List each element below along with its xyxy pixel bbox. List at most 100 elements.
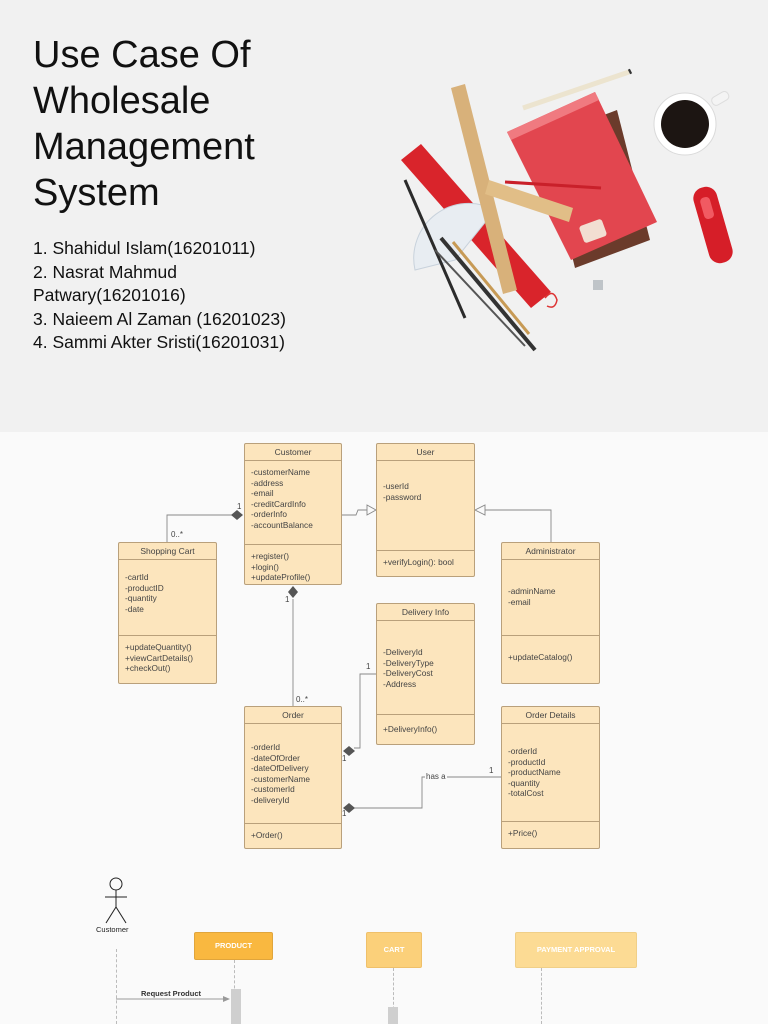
attribute: -DeliveryId <box>383 647 423 657</box>
class-attributes: -customerName -address -email -creditCar… <box>245 461 341 545</box>
title-line: Wholesale <box>33 80 211 122</box>
composition-diamond <box>288 586 298 598</box>
operation: +updateQuantity() <box>125 642 192 652</box>
attribute: -adminName <box>508 586 556 596</box>
actor-label: Customer <box>96 925 129 934</box>
lifeline-product: PRODUCT <box>194 932 273 960</box>
class-user: User -userId -password +verifyLogin(): b… <box>376 443 475 577</box>
class-operations: +Order() <box>245 824 341 841</box>
composition-diamond <box>343 746 355 756</box>
class-shopping-cart: Shopping Cart -cartId -productID -quanti… <box>118 542 217 684</box>
author-item: 3. Naieem Al Zaman (16201023) <box>33 308 286 329</box>
author-item: 4. Sammi Akter Sristi(16201031) <box>33 332 285 352</box>
association-lines <box>166 504 552 813</box>
class-operations: +Price() <box>502 822 599 839</box>
attribute: -DeliveryCost <box>383 668 433 679</box>
class-name: Order Details <box>502 707 599 724</box>
attribute: -password <box>383 491 422 502</box>
multiplicity-label: 1 <box>285 595 290 604</box>
class-attributes: -adminName -email <box>502 560 599 636</box>
class-delivery-info: Delivery Info -DeliveryId -DeliveryType … <box>376 603 475 745</box>
slide-separator <box>0 432 768 438</box>
author-item: Patwary(16201016) <box>33 285 186 305</box>
class-diagram-slide: 0..* 1 1 0..* 1 1 1 1 has a Customer -cu… <box>0 438 768 863</box>
class-customer: Customer -customerName -address -email -… <box>244 443 342 585</box>
generalization-arrow <box>473 504 486 516</box>
class-attributes: -cartId -productID -quantity -date <box>119 560 216 636</box>
attribute: -dateOfOrder <box>251 752 300 763</box>
class-name: Administrator <box>502 543 599 560</box>
attribute: -Address <box>383 678 417 689</box>
class-name: Shopping Cart <box>119 543 216 560</box>
attribute: -customerName <box>251 773 311 784</box>
association-label: has a <box>425 772 447 781</box>
author-item: 1. Shahidul Islam(16201011) <box>33 238 256 258</box>
activation-bar <box>231 989 241 1024</box>
attribute: -address <box>251 477 284 488</box>
class-attributes: -DeliveryId -DeliveryType -DeliveryCost … <box>377 621 474 715</box>
class-name: User <box>377 444 474 461</box>
attribute: -customerName <box>251 467 311 477</box>
multiplicity-label: 0..* <box>296 695 309 704</box>
operation: +DeliveryInfo() <box>383 724 438 734</box>
title-line: System <box>33 172 160 214</box>
class-operations: +register() +login() +updateProfile() <box>245 545 341 583</box>
class-name: Customer <box>245 444 341 461</box>
multiplicity-label: 1 <box>342 809 347 818</box>
payment-lifeline <box>541 968 542 1024</box>
message-label: Request Product <box>141 989 202 998</box>
multiplicity-label: 0..* <box>171 530 184 539</box>
attribute: -customerId <box>251 784 295 795</box>
attribute: -orderId <box>508 746 538 756</box>
attribute: -dateOfDelivery <box>251 763 309 774</box>
class-administrator: Administrator -adminName -email +updateC… <box>501 542 600 684</box>
sequence-diagram-slide: Customer PRODUCT CART PAYMENT APPROVAL R… <box>0 863 768 1024</box>
composition-diamond <box>343 803 355 813</box>
attribute: -email <box>508 596 531 607</box>
attribute: -creditCardInfo <box>251 498 306 509</box>
attribute: -orderId <box>251 742 281 752</box>
operation: +login() <box>251 561 279 572</box>
author-item: 2. Nasrat Mahmud <box>33 261 177 282</box>
attribute: -cartId <box>125 572 149 582</box>
operation: +checkOut() <box>125 663 171 674</box>
attribute: -orderInfo <box>251 509 287 520</box>
attribute: -deliveryId <box>251 794 290 805</box>
attribute: -productID <box>125 582 164 593</box>
attribute: -date <box>125 603 144 614</box>
class-operations: +updateCatalog() <box>502 636 599 663</box>
attribute: -quantity <box>125 593 157 604</box>
attribute: -quantity <box>508 777 540 788</box>
lifeline-cart: CART <box>366 932 422 968</box>
actor-icon <box>105 877 127 924</box>
operation: +updateProfile() <box>251 572 311 583</box>
attribute: -DeliveryType <box>383 657 434 668</box>
actor-lifeline <box>116 949 117 1024</box>
multiplicity-label: 1 <box>366 662 371 671</box>
attribute: -productId <box>508 756 546 767</box>
class-attributes: -userId -password <box>377 461 474 551</box>
activation-bar <box>388 1007 398 1024</box>
multiplicity-label: 1 <box>237 502 242 511</box>
title-slide: Use Case Of Wholesale Management System … <box>0 0 768 432</box>
class-name: Order <box>245 707 341 724</box>
message-arrow <box>116 996 230 1002</box>
title-line: Use Case Of <box>33 34 251 76</box>
generalization-arrow <box>366 504 377 516</box>
attribute: -totalCost <box>508 788 544 799</box>
composition-diamond <box>231 510 243 520</box>
stationery-illustration <box>401 68 733 352</box>
class-operations: +DeliveryInfo() <box>377 715 474 735</box>
cart-lifeline <box>393 968 394 1024</box>
attribute: -email <box>251 488 274 499</box>
operation: +viewCartDetails() <box>125 652 194 663</box>
class-order: Order -orderId -dateOfOrder -dateOfDeliv… <box>244 706 342 849</box>
attribute: -productName <box>508 767 561 778</box>
multiplicity-label: 1 <box>342 754 347 763</box>
author-list: 1. Shahidul Islam(16201011) 2. Nasrat Ma… <box>33 237 353 355</box>
slide-title: Use Case Of Wholesale Management System <box>33 32 363 216</box>
operation: +updateCatalog() <box>508 652 573 662</box>
class-attributes: -orderId -dateOfOrder -dateOfDelivery -c… <box>245 724 341 824</box>
attribute: -userId <box>383 481 409 491</box>
operation: +verifyLogin(): bool <box>383 557 454 567</box>
